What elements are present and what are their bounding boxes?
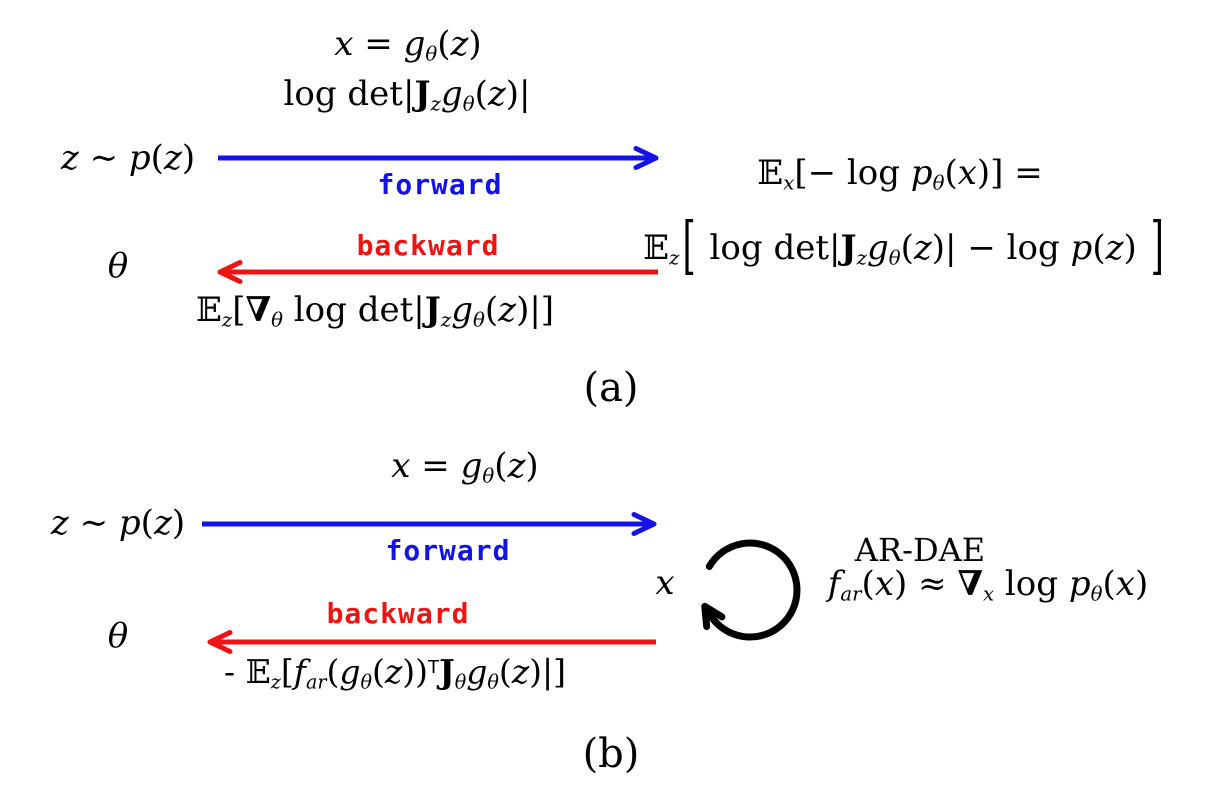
backward-label-b: backward xyxy=(326,597,470,630)
forward-label-a: forward xyxy=(377,168,503,201)
gradient-equation-a: 𝔼z[∇θ log det|Jzgθ(z)|] xyxy=(195,290,555,332)
backward-arrowhead-a xyxy=(217,260,243,284)
backward-arrowhead-b xyxy=(207,630,233,654)
self-loop-arrowhead xyxy=(701,602,726,630)
theta-label-a: θ xyxy=(107,246,129,286)
ardae-title: AR-DAE xyxy=(854,531,986,569)
logdet-equation-a: log det|Jzgθ(z)| xyxy=(283,74,531,116)
backward-label-a: backward xyxy=(356,229,500,262)
self-loop-arrow-b xyxy=(701,539,801,641)
nll-equation-a: 𝔼x[− log pθ(x)] = xyxy=(757,153,1043,195)
forward-arrowhead-a xyxy=(633,146,659,170)
subfigure-caption-b: (b) xyxy=(582,731,640,777)
backward-arrow-b xyxy=(207,630,656,654)
backward-arrow-a xyxy=(217,260,658,284)
sample-x-label-b: x xyxy=(655,563,675,603)
latent-source-label-a: z ∼ p(z) xyxy=(60,138,196,178)
nll-expansion-equation-a: 𝔼z[ log det|Jzgθ(z)| − log p(z) ] xyxy=(643,209,1164,284)
forward-label-b: forward xyxy=(385,534,511,567)
subfigure-caption-a: (a) xyxy=(583,365,639,411)
forward-arrow-b xyxy=(202,512,657,536)
forward-map-equation-b: x = gθ(z) xyxy=(391,446,539,488)
self-loop-arc xyxy=(705,539,801,641)
gradient-equation-b: - 𝔼z[far(gθ(z))TJθgθ(z)|] xyxy=(223,652,567,694)
theta-label-b: θ xyxy=(107,616,129,656)
forward-arrow-a xyxy=(218,146,659,170)
forward-arrowhead-b xyxy=(631,512,657,536)
forward-map-equation-a: x = gθ(z) xyxy=(334,24,482,66)
latent-source-label-b: z ∼ p(z) xyxy=(50,503,186,543)
ardae-equation: far(x) ≈ ∇x log pθ(x) xyxy=(827,564,1149,606)
